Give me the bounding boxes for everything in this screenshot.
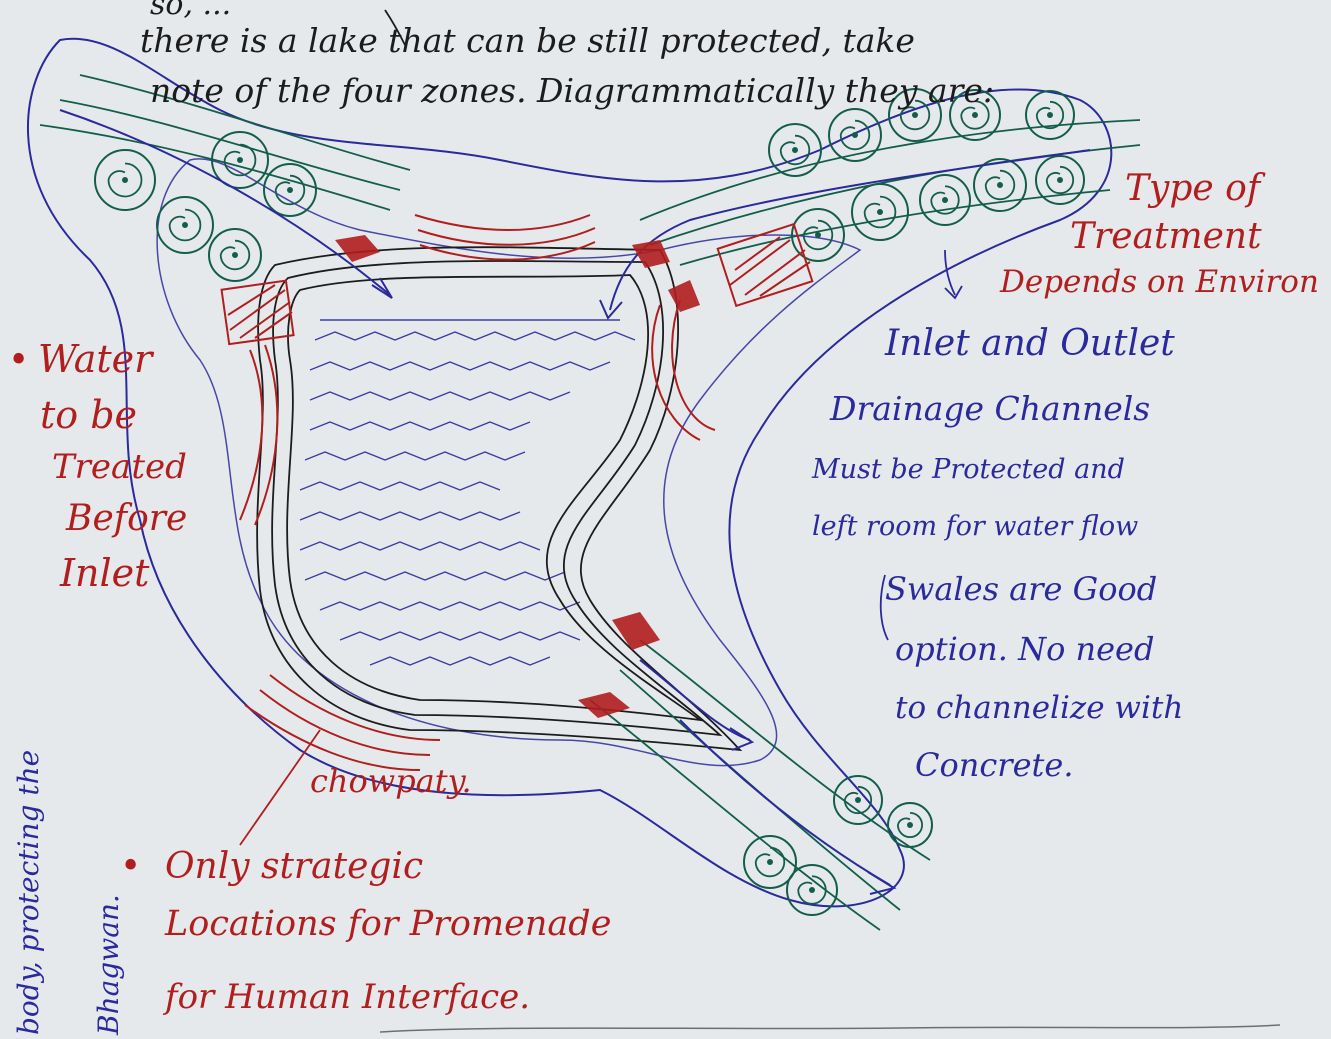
top-note-line0: so, ... (150, 0, 231, 22)
right-blue-note-line: left room for water flow (812, 511, 1138, 542)
left-note-line: Water (38, 337, 155, 381)
bottom-note-line: for Human Interface. (162, 977, 530, 1017)
left-note-bullet: • (8, 340, 29, 381)
bottom-note-line: Only strategic (165, 846, 423, 887)
bottom-note-bullet: • (120, 846, 141, 887)
right-blue-note-line: Concrete. (915, 746, 1073, 784)
margin-note-line1: body, protecting the (12, 750, 45, 1035)
left-note-line: to be (40, 393, 137, 437)
top-note-line2: note of the four zones. Diagrammatically… (150, 71, 994, 110)
top-note-line1: there is a lake that can be still protec… (140, 21, 915, 60)
right-blue-note-line: Drainage Channels (829, 389, 1150, 428)
right-blue-note-line: Must be Protected and (811, 454, 1125, 485)
left-note-line: Before (65, 498, 187, 539)
right-blue-note-line: option. No need (895, 630, 1154, 668)
right-blue-note-line: Swales are Good (885, 570, 1157, 608)
right-red-note-line: Depends on Environ (999, 264, 1319, 300)
right-red-note-line: Type of (1125, 168, 1266, 209)
chowpaty-label: chowpaty. (310, 762, 472, 800)
right-red-note-line: Treatment (1070, 216, 1262, 257)
bottom-note-line: Locations for Promenade (164, 904, 611, 944)
left-note-line: Inlet (59, 551, 150, 595)
right-blue-note-line: to channelize with (895, 690, 1183, 726)
margin-note-line2: Bhagwan. (92, 894, 125, 1036)
left-note-line: Treated (52, 447, 187, 487)
right-blue-note-line: Inlet and Outlet (884, 323, 1175, 364)
